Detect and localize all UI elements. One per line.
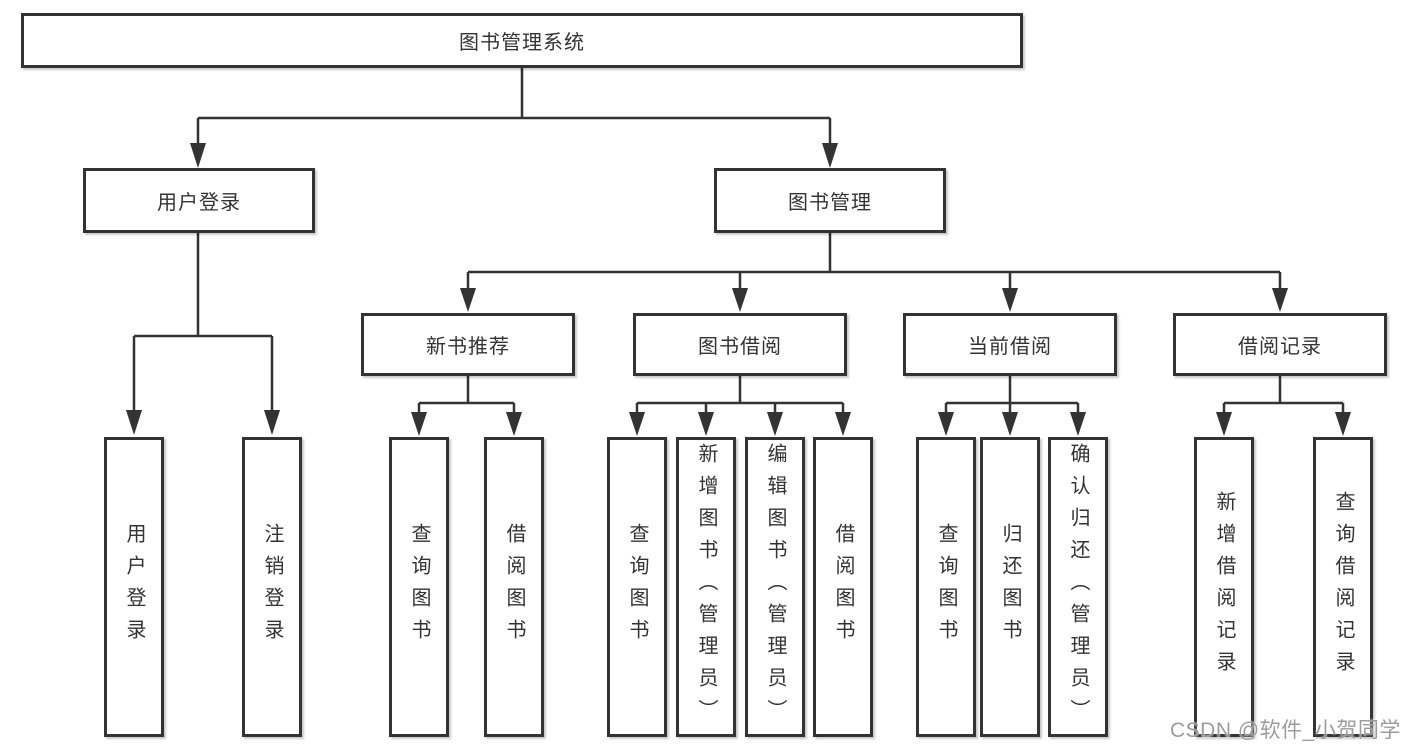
leaf-add-borrow-record-label: 新增借阅记录 [1213,491,1235,683]
leaf-borrow-books-2: 借阅图书 [813,437,873,737]
leaf-user-login: 用户登录 [104,437,164,737]
leaf-query-borrow-record: 查询借阅记录 [1313,437,1373,737]
node-book-borrowing-label: 图书借阅 [698,336,782,358]
leaf-query-books-3-label: 查询图书 [935,523,957,651]
node-book-management: 图书管理 [714,168,946,233]
node-book-borrowing: 图书借阅 [633,313,847,376]
node-current-borrowing: 当前借阅 [903,313,1117,376]
leaf-query-books-1-label: 查询图书 [408,523,430,651]
node-borrow-records-label: 借阅记录 [1238,336,1322,358]
node-book-management-label: 图书管理 [788,192,872,214]
leaf-confirm-return-admin-label: 确认归还（管理员） [1067,443,1089,731]
leaf-edit-books-admin-label: 编辑图书（管理员） [764,443,786,731]
node-borrow-records: 借阅记录 [1173,313,1387,376]
leaf-add-borrow-record: 新增借阅记录 [1194,437,1254,737]
leaf-add-books-admin-label: 新增图书（管理员） [695,443,717,731]
node-new-book-recommend: 新书推荐 [361,313,575,376]
leaf-borrow-books-2-label: 借阅图书 [832,523,854,651]
leaf-query-books-2: 查询图书 [607,437,667,737]
csdn-watermark: CSDN @软件_小贺同学 [1170,719,1401,742]
leaf-query-borrow-record-label: 查询借阅记录 [1332,491,1354,683]
leaf-query-books-2-label: 查询图书 [626,523,648,651]
leaf-borrow-books-1-label: 借阅图书 [503,523,525,651]
leaf-query-books-1: 查询图书 [389,437,449,737]
node-user-login: 用户登录 [83,168,315,233]
node-user-login-label: 用户登录 [157,192,241,214]
leaf-logout: 注销登录 [242,437,302,737]
leaf-return-books-label: 归还图书 [999,523,1021,651]
leaf-confirm-return-admin: 确认归还（管理员） [1048,437,1108,737]
node-current-borrowing-label: 当前借阅 [968,336,1052,358]
leaf-user-login-label: 用户登录 [123,523,145,651]
node-root-label: 图书管理系统 [459,32,585,54]
leaf-add-books-admin: 新增图书（管理员） [676,437,736,737]
leaf-borrow-books-1: 借阅图书 [484,437,544,737]
node-new-book-recommend-label: 新书推荐 [426,336,510,358]
leaf-query-books-3: 查询图书 [916,437,976,737]
leaf-edit-books-admin: 编辑图书（管理员） [745,437,805,737]
node-root-system: 图书管理系统 [21,13,1023,68]
leaf-logout-label: 注销登录 [261,523,283,651]
leaf-return-books: 归还图书 [980,437,1040,737]
